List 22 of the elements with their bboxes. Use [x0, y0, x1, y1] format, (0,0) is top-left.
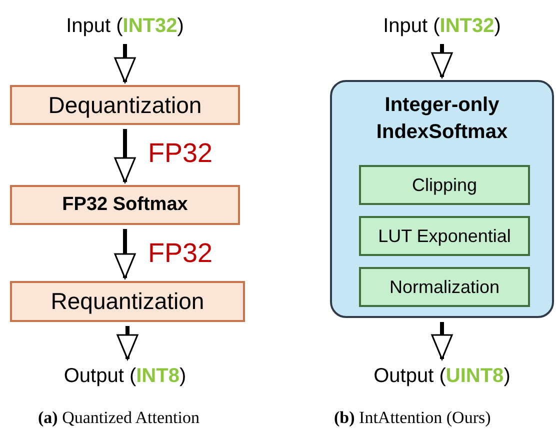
process-box: FP32 Softmax — [10, 185, 240, 225]
process-box: Dequantization — [10, 85, 240, 125]
caption: (b) IntAttention (Ours) — [334, 407, 491, 429]
step-box: LUT Exponential — [359, 216, 530, 256]
step-box: Clipping — [359, 165, 530, 205]
arrow — [114, 129, 136, 183]
io-label: Output (INT8) — [20, 362, 230, 390]
caption: (a) Quantized Attention — [38, 407, 200, 429]
step-box: Normalization — [359, 267, 530, 307]
edge-label: FP32 — [148, 137, 213, 169]
arrow — [114, 44, 136, 83]
io-label: Input (INT32) — [20, 12, 230, 40]
arrow — [431, 322, 453, 360]
io-label: Input (INT32) — [342, 12, 542, 40]
process-box: Requantization — [10, 281, 245, 322]
io-label: Output (UINT8) — [342, 362, 542, 390]
edge-label: FP32 — [148, 237, 213, 269]
module-box — [330, 80, 554, 318]
arrow — [116, 326, 138, 360]
module-title: Integer-only IndexSoftmax — [375, 93, 509, 145]
arrow — [431, 44, 453, 78]
arrow — [114, 229, 136, 279]
